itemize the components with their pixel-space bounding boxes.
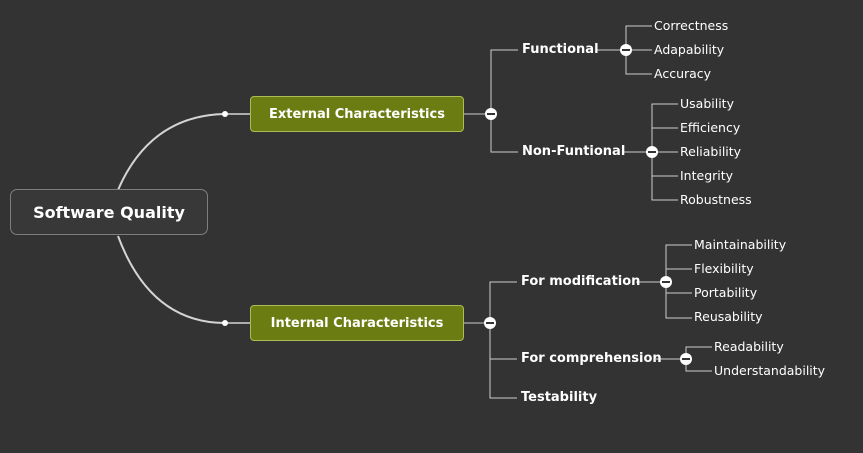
leaf-robustness[interactable]: Robustness [680,192,752,207]
branch-external-characteristics[interactable]: External Characteristics [250,96,464,132]
leaf-accuracy[interactable]: Accuracy [654,66,712,81]
leaf-portability[interactable]: Portability [694,285,758,300]
root-link-internal [117,235,225,324]
collapse-functional-icon[interactable] [620,44,632,56]
collapse-internal-icon[interactable] [484,317,496,329]
leaf-usability[interactable]: Usability [680,96,734,111]
connector-dot-icon [222,320,228,326]
ext-sub-links [490,49,518,153]
root-link-external [117,113,225,191]
leaf-understandability[interactable]: Understandability [714,363,826,378]
leaf-maintainability[interactable]: Maintainability [694,237,787,252]
collapse-nonfunctional-icon[interactable] [646,146,658,158]
connector-dot-icon [222,111,228,117]
topic-non-funtional[interactable]: Non-Funtional [522,144,626,159]
int-sub-links [489,281,517,399]
topic-for-comprehension[interactable]: For comprehension [521,351,662,366]
root-topic[interactable]: Software Quality [10,189,208,235]
leaf-correctness[interactable]: Correctness [654,18,729,33]
leaf-integrity[interactable]: Integrity [680,168,734,183]
leaf-efficiency[interactable]: Efficiency [680,120,741,135]
topic-functional[interactable]: Functional [522,42,599,57]
branch-internal-characteristics[interactable]: Internal Characteristics [250,305,464,341]
branch-label: Internal Characteristics [270,315,444,331]
leaf-readability[interactable]: Readability [714,339,784,354]
topic-for-modification[interactable]: For modification [521,274,641,289]
collapse-external-icon[interactable] [485,108,497,120]
leaf-reliability[interactable]: Reliability [680,144,742,159]
root-topic-label: Software Quality [33,202,185,222]
leaf-flexibility[interactable]: Flexibility [694,261,754,276]
leaf-reusability[interactable]: Reusability [694,309,763,324]
branch-label: External Characteristics [269,106,445,122]
topic-testability[interactable]: Testability [521,390,598,405]
leaf-adapability[interactable]: Adapability [654,42,725,57]
collapse-modification-icon[interactable] [660,276,672,288]
collapse-comprehension-icon[interactable] [680,353,692,365]
